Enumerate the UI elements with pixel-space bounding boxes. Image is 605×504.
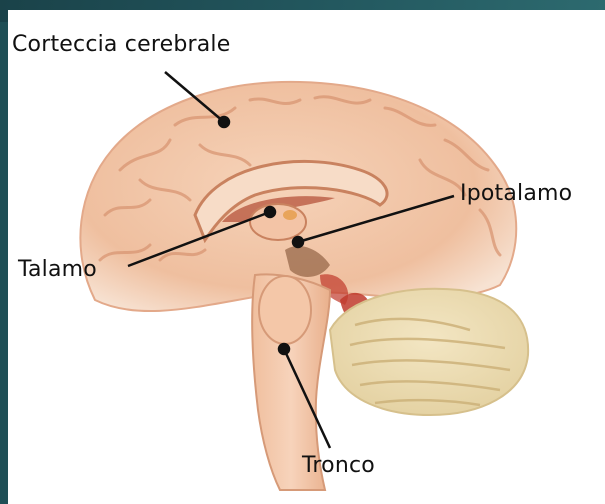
label-cortex: Corteccia cerebrale xyxy=(12,34,230,56)
label-hypothalamus: Ipotalamo xyxy=(460,183,572,205)
label-brainstem: Tronco xyxy=(302,455,375,477)
thalamus-pointer-dot xyxy=(265,207,275,217)
brainstem-pointer-dot xyxy=(279,344,289,354)
thalamus-core xyxy=(283,210,297,220)
hypothalamus-pointer-dot xyxy=(293,237,303,247)
label-thalamus: Talamo xyxy=(18,259,97,281)
cerebellum-shape xyxy=(330,289,528,415)
pons-shape xyxy=(259,276,311,344)
cortex-pointer-dot xyxy=(219,117,229,127)
thalamus-shape xyxy=(250,204,306,240)
